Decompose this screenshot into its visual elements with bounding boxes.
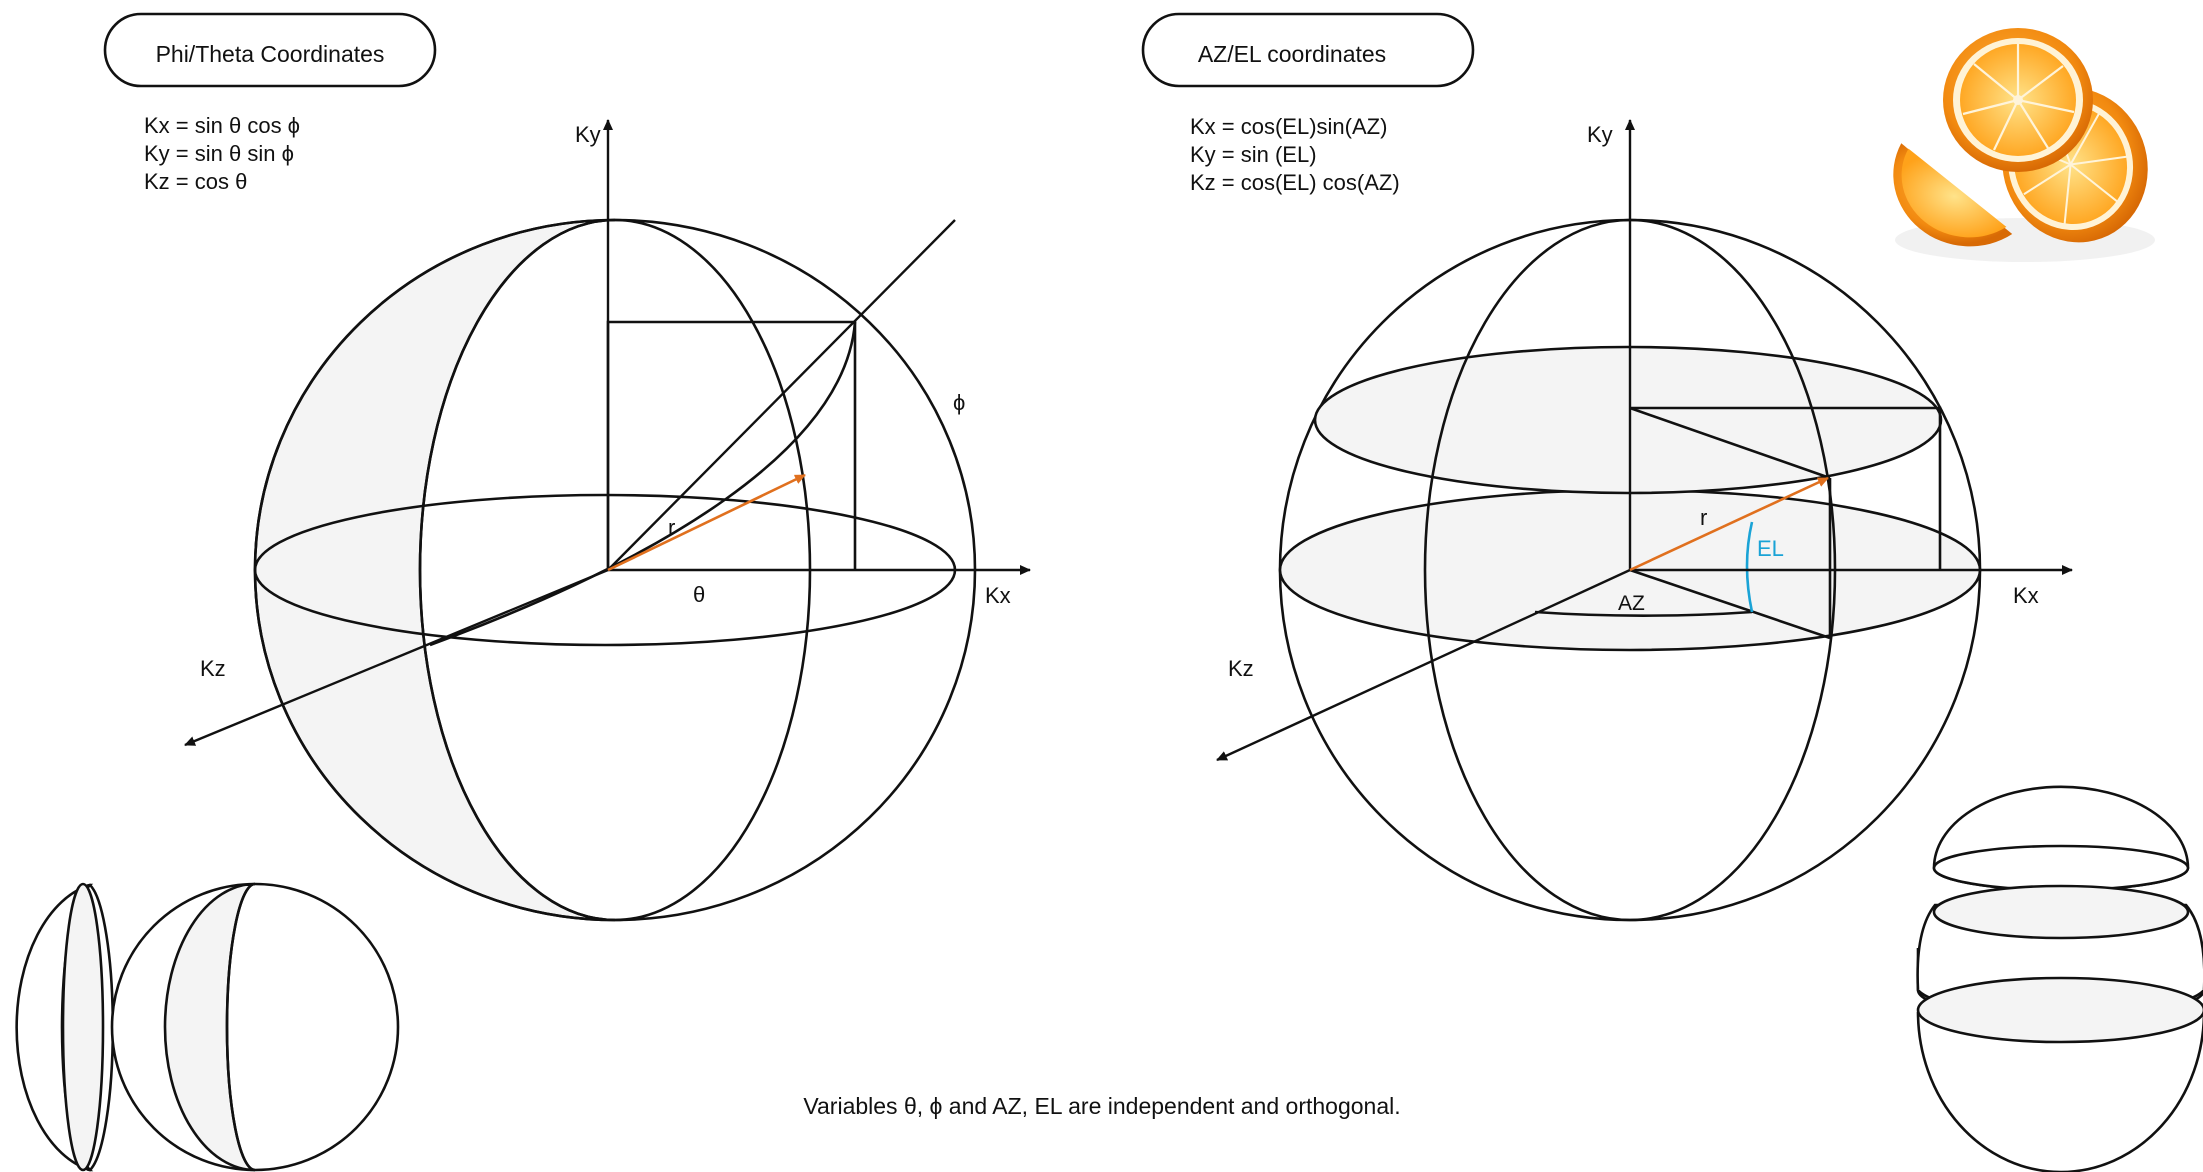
left-panel: Phi/Theta Coordinates Kx = sin θ cos ϕ K… — [103, 12, 1031, 922]
left-kx-label: Kx — [985, 583, 1011, 608]
sliced-sphere-horizontal-icon — [1916, 785, 2203, 1172]
right-r-vector — [1629, 476, 1829, 572]
right-latitude-disk — [1313, 345, 1943, 495]
sliced-sphere-vertical-icon — [15, 882, 400, 1172]
left-title-pill: Phi/Theta Coordinates — [103, 12, 437, 88]
right-kx-label: Kx — [2013, 583, 2039, 608]
left-equation-1: Kx = sin θ cos ϕ — [144, 113, 300, 138]
right-title: AZ/EL coordinates — [1198, 41, 1386, 67]
right-equation-3: Kz = cos(EL) cos(AZ) — [1190, 170, 1400, 195]
right-equation-2: Ky = sin (EL) — [1190, 142, 1317, 167]
right-equation-1: Kx = cos(EL)sin(AZ) — [1190, 114, 1387, 139]
right-title-pill: AZ/EL coordinates — [1141, 12, 1475, 88]
right-az-line — [1629, 568, 1831, 640]
right-equations: Kx = cos(EL)sin(AZ) Ky = sin (EL) Kz = c… — [1190, 114, 1400, 195]
left-theta-label: θ — [693, 582, 705, 607]
right-az-label: AZ — [1618, 592, 1645, 615]
right-kz-axis — [1216, 568, 1631, 762]
right-az-arc — [1534, 610, 1753, 617]
left-equation-2: Ky = sin θ sin ϕ — [144, 141, 294, 166]
left-equation-3: Kz = cos θ — [144, 169, 247, 194]
left-r-vector — [607, 473, 806, 572]
right-el-arc — [1745, 521, 1754, 613]
right-projection-box — [1630, 406, 1942, 570]
left-ky-label: Ky — [575, 122, 601, 147]
left-phi-arc — [429, 321, 857, 647]
right-kz-label: Kz — [1228, 656, 1254, 681]
orange-slices-image — [1893, 28, 2155, 262]
left-r-label: r — [668, 515, 675, 540]
right-el-label: EL — [1757, 536, 1784, 561]
left-shaded-crescent — [253, 218, 616, 922]
right-r-label: r — [1700, 505, 1707, 530]
caption: Variables θ, ϕ and AZ, EL are independen… — [803, 1093, 1400, 1119]
left-kz-axis — [184, 568, 609, 747]
right-panel: AZ/EL coordinates Kx = cos(EL)sin(AZ) Ky… — [1141, 12, 2073, 922]
left-phi-label: ϕ — [953, 390, 965, 415]
right-projection-diagonal — [1629, 406, 1831, 480]
left-equations: Kx = sin θ cos ϕ Ky = sin θ sin ϕ Kz = c… — [144, 113, 300, 194]
left-kz-label: Kz — [200, 656, 226, 681]
left-title: Phi/Theta Coordinates — [156, 41, 385, 67]
left-diagonal-line — [607, 219, 956, 571]
right-ky-label: Ky — [1587, 122, 1613, 147]
